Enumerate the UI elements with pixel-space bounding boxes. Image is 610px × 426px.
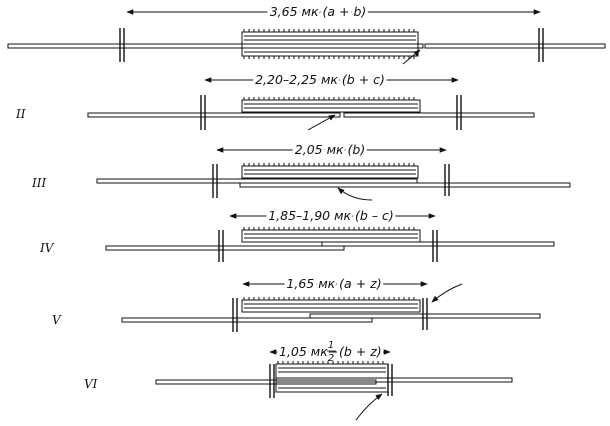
myosin-filament xyxy=(241,31,419,57)
row-4: IV 1,85–1,90 мк (b – c) xyxy=(39,205,555,262)
actin-filament-right xyxy=(239,182,571,188)
actin-filament-left xyxy=(105,245,345,251)
dimension-label: 1,65 мк (a + z) xyxy=(286,276,381,291)
actin-filament-right xyxy=(309,313,541,319)
row-label: VI xyxy=(84,377,98,391)
pointer-arrow xyxy=(337,187,373,201)
z-disc-right xyxy=(422,298,428,330)
fraction-denominator: 2 xyxy=(328,353,334,364)
actin-filament-right xyxy=(424,43,606,49)
z-disc-right xyxy=(387,364,393,396)
dimension-label-suffix: (b + z) xyxy=(339,344,382,359)
pointer-arrow xyxy=(307,114,336,131)
actin-filament-left xyxy=(7,43,424,49)
z-disc-left xyxy=(218,230,224,262)
myosin-filament xyxy=(241,229,421,243)
actin-filament-right xyxy=(321,241,555,247)
row-3: III 2,05 мк (b) xyxy=(31,139,571,201)
actin-filament-left xyxy=(96,178,418,184)
row-5: V 1,65 мк (a + z) xyxy=(52,273,541,332)
dimension-label: 2,05 мк (b) xyxy=(295,142,365,157)
cross-bridges xyxy=(243,97,418,109)
row-label: IV xyxy=(39,241,55,255)
myosin-filament xyxy=(241,299,421,313)
z-disc-right xyxy=(538,28,544,62)
z-disc-right xyxy=(432,230,438,262)
cross-bridges xyxy=(277,361,386,389)
dimension-label: 1,85–1,90 мк (b – c) xyxy=(268,208,394,223)
cross-bridges xyxy=(243,163,416,175)
row-label: V xyxy=(52,313,62,327)
dimension-label: 1,05 мк 1 2 (b + z) xyxy=(276,340,385,364)
pointer-arrow xyxy=(355,393,383,421)
z-disc-left xyxy=(200,95,206,130)
row-label: III xyxy=(31,176,46,190)
dimension-label: 2,20–2,25 мк (b + c) xyxy=(255,72,385,87)
cross-bridges xyxy=(243,29,416,59)
dimension-label-prefix: 1,05 мк xyxy=(279,344,328,359)
myosin-filament xyxy=(241,99,421,113)
pointer-arrow xyxy=(402,49,421,65)
row-1: 3,65 мк (a + b) xyxy=(7,1,606,65)
pointer-arrow xyxy=(431,283,463,303)
z-disc-right xyxy=(444,164,450,196)
row-2: II 2,20–2,25 мк (b + c) xyxy=(15,69,535,131)
row-label: II xyxy=(15,107,26,121)
z-disc-left xyxy=(212,164,218,198)
actin-filament-left xyxy=(87,112,341,118)
row-6: VI 1,05 мк 1 2 (b + z) xyxy=(84,340,513,421)
dimension-label: 3,65 мк (a + b) xyxy=(270,4,367,19)
actin-filament-right xyxy=(343,112,535,118)
z-disc-left xyxy=(232,298,238,332)
z-disc-left xyxy=(269,364,275,398)
z-disc-right xyxy=(456,95,462,130)
cross-bridges xyxy=(243,297,418,309)
myosin-filament xyxy=(241,165,419,179)
actin-filament-left xyxy=(121,317,373,323)
fraction-numerator: 1 xyxy=(328,340,334,351)
z-disc-left xyxy=(119,28,125,62)
cross-bridges xyxy=(243,227,418,239)
